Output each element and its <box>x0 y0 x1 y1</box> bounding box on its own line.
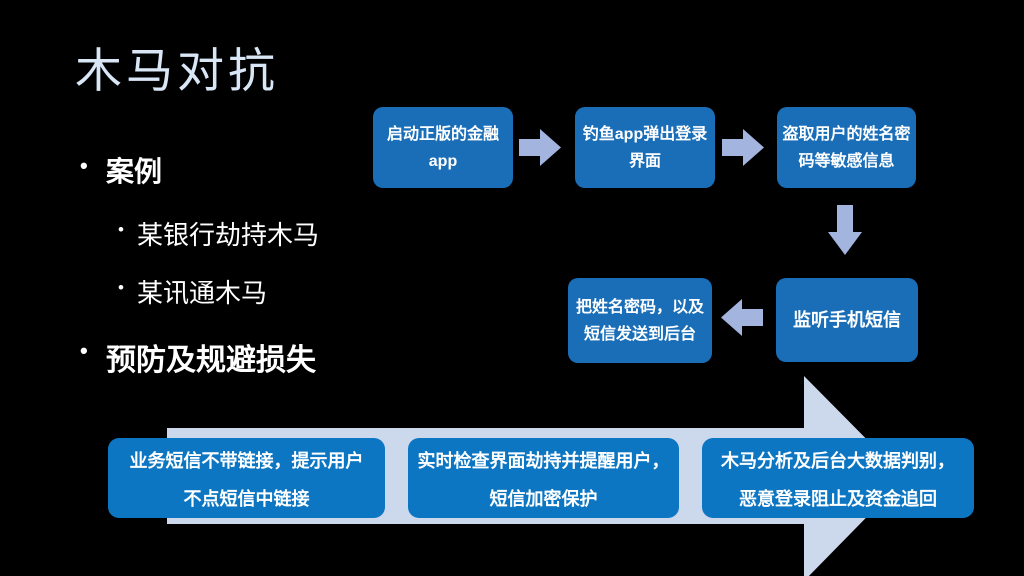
defense-box-text: 实时检查界面劫持并提醒用户， <box>417 451 670 471</box>
bullet-item-cases: • 案例 <box>80 150 162 190</box>
defense-box-text: 木马分析及后台大数据判别， <box>721 451 955 471</box>
defense-box-backend-analysis: 木马分析及后台大数据判别， 恶意登录阻止及资金追回 <box>702 438 974 518</box>
flow-box-text: 盗取用户的姓名密 <box>782 125 911 143</box>
arrow-right-icon <box>722 129 764 166</box>
bullet-item-prevention: • 预防及规避损失 <box>80 335 316 379</box>
bullet-dot-icon: • <box>80 153 88 178</box>
arrow-down-icon <box>828 205 862 255</box>
arrow-left-icon <box>721 299 763 336</box>
arrow-right-icon <box>519 129 561 166</box>
bullet-label: 某讯通木马 <box>137 278 268 308</box>
flow-box-text: 钓鱼app弹出登录 <box>582 125 708 143</box>
flow-box-text: 启动正版的金融 <box>386 125 499 143</box>
bullet-item-bank-trojan: • 某银行劫持木马 <box>118 215 319 252</box>
bullet-dot-icon: • <box>118 220 124 239</box>
defense-box-text: 业务短信不带链接，提示用户 <box>129 451 364 471</box>
defense-box-text: 不点短信中链接 <box>183 489 310 509</box>
flow-box-text: 监听手机短信 <box>793 309 901 330</box>
bullet-dot-icon: • <box>80 338 88 363</box>
bullet-label: 某银行劫持木马 <box>137 220 320 250</box>
bullet-label: 案例 <box>106 156 163 187</box>
flow-box-phishing-login-popup: 钓鱼app弹出登录 界面 <box>575 107 715 188</box>
bullet-dot-icon: • <box>118 278 124 297</box>
flow-box-listen-sms: 监听手机短信 <box>776 278 918 362</box>
flow-box-text: app <box>428 152 458 170</box>
slide-title: 木马对抗 <box>75 44 279 97</box>
flow-box-text: 码等敏感信息 <box>798 152 895 170</box>
defense-box-ui-hijack-check: 实时检查界面劫持并提醒用户， 短信加密保护 <box>408 438 679 518</box>
defense-box-text: 恶意登录阻止及资金追回 <box>739 489 937 509</box>
bullet-item-xuntong-trojan: • 某讯通木马 <box>118 273 267 310</box>
flow-box-steal-credentials: 盗取用户的姓名密 码等敏感信息 <box>777 107 916 188</box>
flow-box-text: 界面 <box>628 152 661 170</box>
flow-box-text: 把姓名密码，以及 <box>575 298 704 316</box>
defense-box-sms-no-link: 业务短信不带链接，提示用户 不点短信中链接 <box>108 438 385 518</box>
flow-box-launch-genuine-app: 启动正版的金融 app <box>373 107 513 188</box>
flow-box-send-to-backend: 把姓名密码，以及 短信发送到后台 <box>568 278 712 363</box>
flow-box-text: 短信发送到后台 <box>583 325 696 343</box>
bullet-label: 预防及规避损失 <box>106 344 316 377</box>
defense-box-text: 短信加密保护 <box>489 489 598 509</box>
